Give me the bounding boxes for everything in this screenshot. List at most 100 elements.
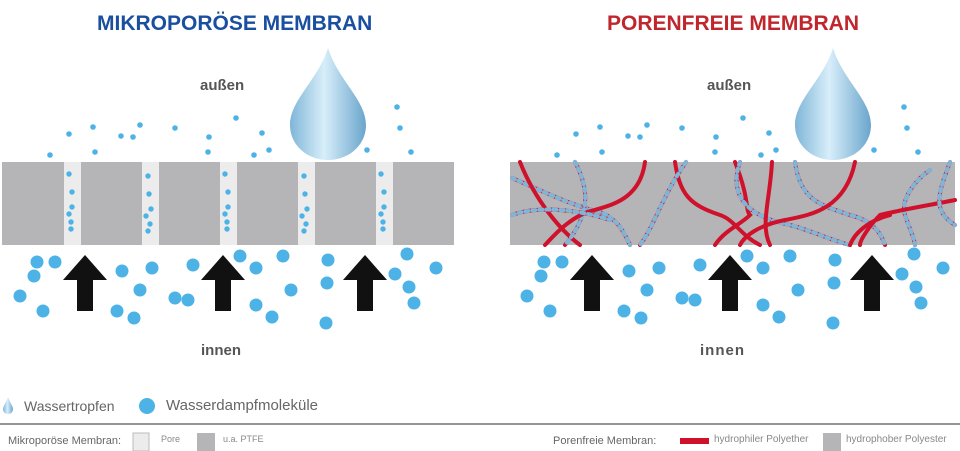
vapor-molecule (249, 261, 263, 275)
vapor-molecule (712, 149, 718, 155)
vapor-molecule (895, 267, 909, 281)
nonporous-title: PORENFREIE MEMBRAN (607, 12, 860, 35)
vapor-molecule (783, 249, 797, 263)
vapor-molecule (224, 219, 230, 225)
vapor-molecule (115, 264, 129, 278)
polyether-legend-swatch (680, 438, 709, 444)
vapor-molecule (118, 133, 124, 139)
vapor-molecule (68, 219, 74, 225)
vapor-molecule (756, 261, 770, 275)
vapor-molecule (284, 283, 298, 297)
vapor-molecule (133, 283, 147, 297)
vapor-molecule (145, 228, 151, 234)
vapor-molecule (429, 261, 443, 275)
polyester-legend-swatch (823, 433, 841, 451)
outside-label-right: außen (707, 77, 752, 94)
vapor-molecule (69, 189, 75, 195)
vapor-molecule (47, 152, 53, 158)
legend-ptfe: u.a. PTFE (223, 434, 264, 444)
inside-label-left: innen (201, 342, 241, 359)
ptfe-legend-swatch (197, 433, 215, 451)
vapor-molecule (36, 304, 50, 318)
vapor-molecule (301, 173, 307, 179)
vapor-molecule (364, 147, 370, 153)
vapor-molecule (380, 219, 386, 225)
vapor-molecule (299, 213, 305, 219)
pore (376, 162, 393, 245)
vapor-molecule (679, 125, 685, 131)
vapor-molecule (901, 104, 907, 110)
vapor-molecule (693, 258, 707, 272)
vapor-molecule (554, 152, 560, 158)
vapor-molecule (871, 147, 877, 153)
vapor-molecule (904, 125, 910, 131)
microporous-title: MIKROPORÖSE MEMBRAN (97, 12, 373, 35)
vapor-molecule (534, 269, 548, 283)
vapor-molecule (402, 280, 416, 294)
arrow-up-icon (63, 255, 107, 311)
legend-vapor: Wasserdampfmoleküle (166, 397, 318, 414)
vapor-molecule (222, 171, 228, 177)
vapor-path (510, 207, 612, 222)
vapor-molecule (206, 134, 212, 140)
vapor-molecule (828, 253, 842, 267)
vapor-molecule (907, 247, 921, 261)
vapor-molecule (408, 149, 414, 155)
vapor-molecule (791, 283, 805, 297)
vapor-molecule (388, 267, 402, 281)
vapor-molecule (259, 130, 265, 136)
vapor-molecule (233, 249, 247, 263)
legend-polyether: hydrophiler Polyether (714, 434, 809, 445)
vapor-molecule (249, 298, 263, 312)
polyether-chain (858, 198, 957, 247)
vapor-molecule (378, 211, 384, 217)
vapor-molecule (599, 149, 605, 155)
arrow-up-icon (850, 255, 894, 311)
vapor-molecule (225, 189, 231, 195)
vapor-molecule (66, 211, 72, 217)
vapor-molecule (772, 310, 786, 324)
vapor-molecule (758, 152, 764, 158)
polyether-chain (848, 213, 892, 247)
vapor-molecule (172, 125, 178, 131)
vapor-path (793, 160, 887, 247)
vapor-molecule (909, 280, 923, 294)
vapor-molecule (224, 226, 230, 232)
legend-micro-label: Mikroporöse Membran: (8, 435, 122, 447)
water-drop-icon (290, 48, 366, 160)
vapor-molecule (634, 311, 648, 325)
vapor-molecule (319, 316, 333, 330)
vapor-molecule (688, 293, 702, 307)
water-drop-legend-icon (3, 397, 13, 414)
microporous-membrane (2, 162, 454, 245)
polyether-chain (763, 160, 774, 247)
vapor-molecule (640, 283, 654, 297)
legend-pore: Pore (161, 434, 181, 444)
vapor-path (563, 160, 588, 247)
vapor-molecule (740, 249, 754, 263)
vapor-legend-icon (139, 398, 155, 414)
inside-label-right: innen (700, 342, 745, 359)
vapor-molecule (145, 261, 159, 275)
vapor-molecule (145, 173, 151, 179)
vapor-path (937, 160, 957, 227)
vapor-molecule (147, 221, 153, 227)
arrow-up-icon (201, 255, 245, 311)
vapor-path (902, 168, 932, 247)
vapor-molecule (675, 291, 689, 305)
vapor-molecule (617, 304, 631, 318)
vapor-molecule (622, 264, 636, 278)
vapor-molecule (381, 189, 387, 195)
vapor-path (638, 160, 688, 247)
vapor-molecule (537, 255, 551, 269)
polyether-chain (543, 160, 647, 247)
vapor-molecule (92, 149, 98, 155)
vapor-molecule (555, 255, 569, 269)
vapor-molecule (137, 122, 143, 128)
vapor-molecule (48, 255, 62, 269)
vapor-molecule (827, 276, 841, 290)
vapor-molecule (110, 304, 124, 318)
vapor-molecule (321, 253, 335, 267)
vapor-molecule (148, 206, 154, 212)
polyether-chain (518, 160, 582, 247)
